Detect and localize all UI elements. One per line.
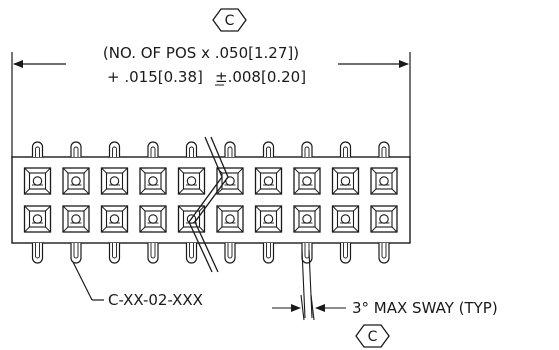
contact-cell xyxy=(62,205,90,233)
bottom-pin-inner xyxy=(266,243,271,259)
datum-symbol-top: C xyxy=(212,8,247,32)
bottom-pin-inner xyxy=(112,243,117,259)
contact-cell xyxy=(62,167,90,195)
bottom-pins xyxy=(31,243,390,264)
top-pin-inner xyxy=(304,146,310,157)
top-pin xyxy=(147,141,159,157)
top-pin xyxy=(185,141,198,157)
top-pin xyxy=(70,141,82,157)
bottom-pin xyxy=(31,243,44,264)
contact-grid xyxy=(23,167,398,233)
datum-letter-bottom: C xyxy=(368,329,378,345)
top-pin xyxy=(108,141,121,157)
top-pin-inner xyxy=(381,146,387,157)
part-number-leader xyxy=(72,261,104,301)
sway-label: 3° MAX SWAY (TYP) xyxy=(352,299,498,317)
top-pin-inner xyxy=(266,146,271,157)
connector-body xyxy=(11,136,411,273)
top-pin xyxy=(378,141,390,157)
contact-cell xyxy=(216,205,244,233)
contact-cell xyxy=(216,167,244,195)
part-number-label: C-XX-02-XXX xyxy=(108,291,203,309)
bottom-pin xyxy=(339,243,352,264)
bottom-pin xyxy=(224,243,236,264)
contact-cell xyxy=(23,205,52,233)
dimension-text-line1: (NO. OF POS x .050[1.27]) xyxy=(103,44,299,62)
top-pin xyxy=(224,141,236,157)
top-pin xyxy=(301,141,313,157)
bottom-pin-inner xyxy=(35,243,40,259)
bottom-pin-inner xyxy=(381,243,387,259)
bottom-pin xyxy=(108,243,121,264)
contact-cell xyxy=(139,205,167,233)
top-pin-inner xyxy=(150,146,156,157)
contact-cell xyxy=(254,205,283,233)
top-pin-inner xyxy=(73,146,79,157)
top-pin xyxy=(339,141,352,157)
contact-cell xyxy=(100,167,129,195)
top-pin-inner xyxy=(112,146,117,157)
contact-cell xyxy=(177,167,206,195)
break-symbol xyxy=(188,136,229,273)
sway-indicator xyxy=(272,249,346,321)
contact-cell xyxy=(139,167,167,195)
contact-cell xyxy=(23,167,52,195)
contact-cell xyxy=(254,167,283,195)
contact-cell xyxy=(370,167,398,195)
bottom-pin-inner xyxy=(73,243,79,259)
contact-cell xyxy=(100,205,129,233)
contact-cell xyxy=(331,167,360,195)
bottom-pin xyxy=(262,243,275,264)
contact-cell xyxy=(370,205,398,233)
top-pin-inner xyxy=(189,146,194,157)
overall-width-dimension xyxy=(11,52,411,158)
dimension-text-line2: + .015[0.38] xyxy=(107,68,203,86)
bottom-pin-inner xyxy=(227,243,233,259)
top-pin xyxy=(262,141,275,157)
tolerance-text: ±.008[0.20] xyxy=(215,68,306,86)
top-pin-inner xyxy=(35,146,40,157)
bottom-pin xyxy=(301,243,313,264)
bottom-pin-inner xyxy=(150,243,156,259)
bottom-pin xyxy=(378,243,390,264)
top-pins xyxy=(31,141,390,157)
contact-cell xyxy=(293,167,321,195)
bottom-pin-inner xyxy=(189,243,194,259)
bottom-pin-inner xyxy=(343,243,348,259)
datum-symbol-bottom: C xyxy=(355,324,390,348)
top-pin-inner xyxy=(343,146,348,157)
contact-cell xyxy=(293,205,321,233)
bottom-pin xyxy=(70,243,82,264)
bottom-pin xyxy=(147,243,159,264)
bottom-pin xyxy=(185,243,198,264)
contact-cell xyxy=(331,205,360,233)
datum-letter-top: C xyxy=(225,13,235,29)
top-pin-inner xyxy=(227,146,233,157)
top-pin xyxy=(31,141,44,157)
